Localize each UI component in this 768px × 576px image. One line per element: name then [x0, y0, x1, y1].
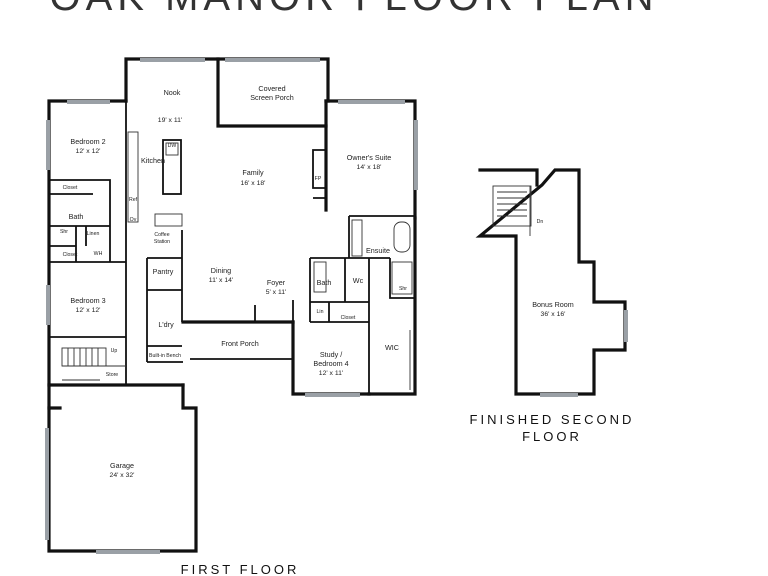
room-labels: Nook 19' x 11' Covered Screen Porch Bedr… — [60, 84, 574, 479]
bench-label: Built-in Bench — [149, 353, 181, 359]
first-floor-stairs — [61, 347, 126, 381]
first-floor-caption: FIRST FLOOR — [181, 562, 300, 576]
shr1-label: Shr — [60, 229, 68, 235]
second-floor-walls — [475, 168, 628, 397]
bedroom3-dims: 12' x 12' — [76, 307, 101, 314]
dn-label: Dn — [537, 219, 544, 225]
family-label: Family — [242, 168, 264, 177]
foyer-dims: 5' x 11' — [266, 289, 287, 296]
up-label: Up — [111, 348, 118, 354]
bedroom3-label: Bedroom 3 — [70, 296, 105, 305]
bedroom2-dims: 12' x 12' — [76, 148, 101, 155]
study-label-1: Study / — [320, 350, 342, 359]
wic-label: WIC — [385, 343, 399, 352]
covered-porch-label-2: Screen Porch — [250, 93, 294, 102]
laundry-label: L'dry — [158, 320, 174, 329]
ensuite-label: Ensuite — [366, 246, 390, 255]
garage-label: Garage — [110, 461, 134, 470]
store-label: Store — [106, 372, 119, 378]
closet-b2-label: Closet — [63, 185, 78, 191]
closet-b3-label: Closet — [63, 252, 78, 258]
second-floor-caption-2: FLOOR — [522, 429, 582, 444]
nook-dims: 19' x 11' — [158, 117, 182, 124]
family-dims: 16' x 18' — [241, 180, 266, 187]
bonus-room-label: Bonus Room — [532, 300, 574, 309]
closet-study-label: Closet — [341, 315, 356, 321]
dining-dims: 11' x 14' — [209, 277, 233, 284]
plan-title: OAK MANOR FLOOR PLAN — [50, 0, 659, 19]
linen-label: Linen — [87, 231, 100, 237]
first-floor-walls — [45, 57, 417, 553]
study-label-2: Bedroom 4 — [313, 359, 348, 368]
coffee-label-1: Coffee — [154, 232, 169, 238]
front-porch-label: Front Porch — [221, 339, 259, 348]
pantry-label: Pantry — [153, 267, 174, 276]
lin2-label: Lin — [317, 309, 324, 315]
shr2-label: Shr — [399, 286, 407, 292]
windows — [46, 58, 418, 554]
ov-label: Ov — [130, 217, 137, 223]
wc-label: Wc — [353, 276, 364, 285]
bath2-label: Bath — [317, 278, 332, 287]
bath1-label: Bath — [69, 212, 84, 221]
ref-label: Ref — [129, 197, 138, 203]
second-floor-caption-1: FINISHED SECOND — [470, 412, 635, 427]
bedroom2-label: Bedroom 2 — [70, 137, 105, 146]
covered-porch-label-1: Covered — [258, 84, 285, 93]
first-floor-interior — [49, 101, 415, 394]
wh-label: WH — [94, 251, 103, 257]
dw-label: DW — [168, 143, 177, 149]
coffee-label-2: Station — [154, 239, 170, 245]
garage-dims: 24' x 32' — [110, 472, 135, 479]
study-dims: 12' x 11' — [319, 370, 343, 377]
dining-label: Dining — [211, 266, 231, 275]
bonus-room-dims: 36' x 16' — [541, 311, 566, 318]
owners-suite-dims: 14' x 18' — [357, 164, 382, 171]
nook-label: Nook — [164, 88, 181, 97]
owners-suite-label: Owner's Suite — [347, 153, 392, 162]
kitchen-label: Kitchen — [141, 156, 165, 165]
foyer-label: Foyer — [267, 278, 286, 287]
fp-label: FP — [315, 176, 322, 182]
